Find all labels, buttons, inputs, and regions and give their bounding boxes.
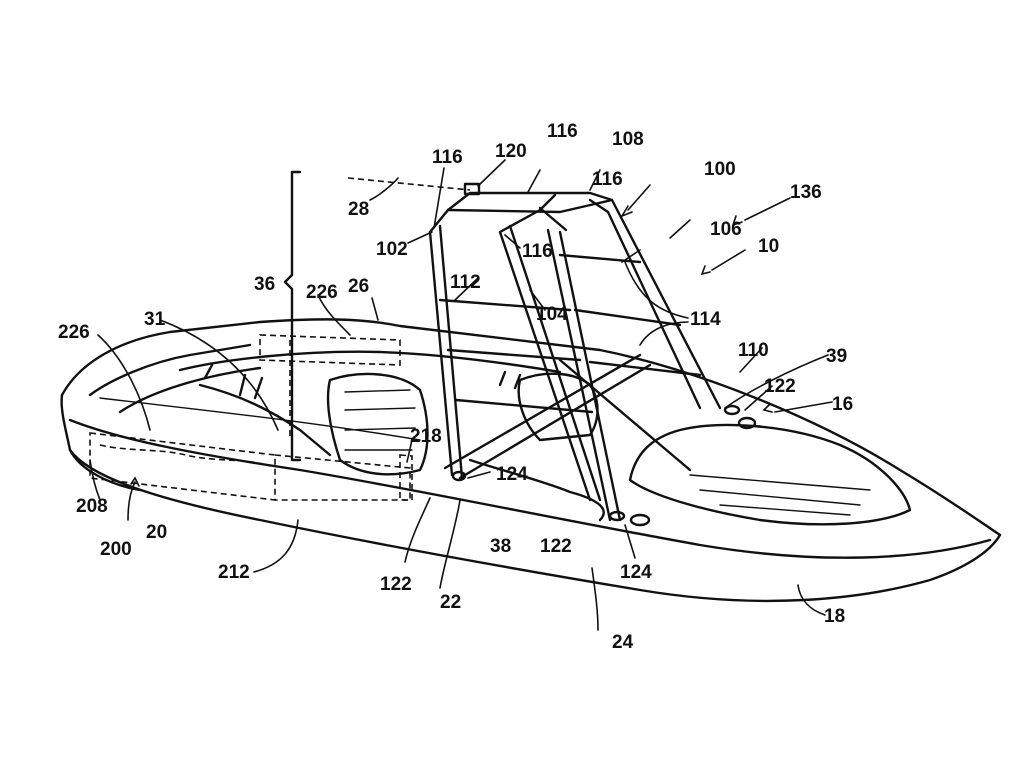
label-124: 124 [496,464,528,485]
label-110: 110 [738,340,769,361]
label-116: 116 [547,121,578,142]
label-122: 122 [380,574,412,595]
label-39: 39 [826,346,847,367]
leader-lines [89,159,833,631]
label-136: 136 [790,182,822,203]
label-124: 124 [620,562,652,583]
label-218: 218 [410,426,442,447]
label-22: 22 [440,592,461,613]
label-100: 100 [704,159,736,180]
boat-hull [60,318,1002,603]
reference-numerals: 120 116 116 108 116 100 136 28 102 116 1… [58,121,853,653]
label-106: 106 [710,219,742,240]
label-16: 16 [832,394,853,415]
label-31: 31 [144,309,166,330]
label-10: 10 [758,236,779,257]
tower-frame [428,182,741,522]
label-122: 122 [764,376,796,397]
label-116: 116 [432,147,463,168]
label-122: 122 [540,536,572,557]
label-116: 116 [522,241,553,262]
label-200: 200 [100,539,132,560]
label-120: 120 [495,141,527,162]
bracket-36 [283,170,302,462]
label-226: 226 [58,322,90,343]
label-20: 20 [146,522,167,543]
label-26: 26 [348,276,369,297]
label-24: 24 [612,632,634,653]
label-104: 104 [536,304,568,325]
label-208: 208 [76,496,108,517]
label-114: 114 [690,309,721,330]
hidden-components [89,177,471,501]
cockpit-seating [178,350,912,527]
arrows [130,205,773,487]
label-108: 108 [612,129,644,150]
label-28: 28 [348,199,369,220]
label-112: 112 [450,272,481,293]
label-18: 18 [824,606,845,627]
label-38: 38 [490,536,511,557]
label-102: 102 [376,239,408,260]
label-116: 116 [592,169,623,190]
label-226: 226 [306,282,338,303]
label-212: 212 [218,562,250,583]
label-36: 36 [254,274,275,295]
